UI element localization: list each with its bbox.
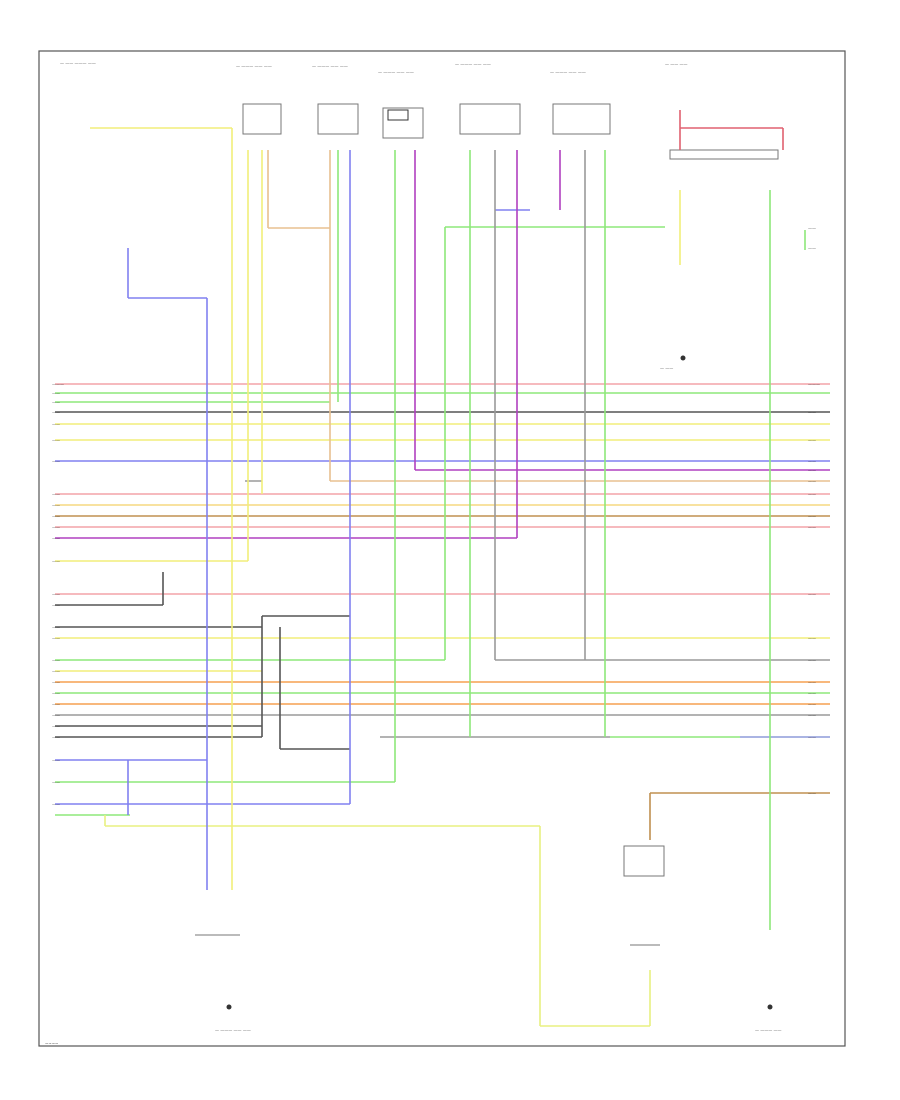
- wire-label: ——: [52, 735, 60, 740]
- wire-label: ——: [808, 468, 816, 473]
- wire-label: ——: [808, 791, 816, 796]
- component-label: — ——— —— ——: [378, 70, 414, 75]
- wire-label: ——: [52, 536, 60, 541]
- wire-label: ——: [808, 658, 816, 663]
- component-box: [387, 109, 409, 121]
- wire-label: ——: [808, 246, 816, 251]
- wire-label: ——: [52, 636, 60, 641]
- wire-label: ——: [52, 525, 60, 530]
- wire-label: ——: [52, 713, 60, 718]
- wire-label: ——: [52, 592, 60, 597]
- component-box: [242, 103, 282, 135]
- component-box: [669, 149, 779, 160]
- wire-label: ——: [52, 438, 60, 443]
- wire-label: ——: [52, 603, 60, 608]
- wire-label: ——: [52, 680, 60, 685]
- ground-symbol: [767, 1004, 773, 1010]
- wire-label: ——: [808, 680, 816, 685]
- wire-label: ——: [808, 410, 816, 415]
- wire-label: ———: [808, 382, 820, 387]
- component-box: [623, 845, 665, 877]
- ground-label: — ——— —— ——: [215, 1028, 251, 1033]
- wire-label: ——: [808, 713, 816, 718]
- wire-label: ——: [52, 503, 60, 508]
- wire-label: ——: [808, 438, 816, 443]
- component-label: — ——— —— ——: [312, 64, 348, 69]
- ground-symbol: [680, 355, 686, 361]
- wire-label: ——: [52, 758, 60, 763]
- wire-label: ——: [52, 625, 60, 630]
- wire-label: ——: [52, 724, 60, 729]
- component-box: [382, 107, 424, 139]
- footer-code: ~~~~: [45, 1041, 58, 1046]
- bottom-components: — ——— —— —— — —— — ——— —— ~~~~: [45, 355, 782, 1046]
- wire-label: ——: [52, 802, 60, 807]
- ground-label: — ——: [660, 366, 673, 371]
- component-box: [317, 103, 359, 135]
- wire-label: ——: [52, 391, 60, 396]
- wire-label: ——: [808, 525, 816, 530]
- component-labels: — —— ——— —— — ——— —— —— — ——— —— —— — ——…: [60, 61, 688, 75]
- wire-label: ——: [52, 559, 60, 564]
- wire-label: ——: [808, 702, 816, 707]
- horizontal-wires: [55, 127, 830, 1027]
- ground-symbol: [226, 1004, 232, 1010]
- component-box: [552, 103, 611, 135]
- component-box: [459, 103, 521, 135]
- component-label: — —— ——: [665, 62, 688, 67]
- wire-label: ——: [52, 492, 60, 497]
- component-label: — ——— —— ——: [236, 64, 272, 69]
- wire-label: ——: [808, 691, 816, 696]
- component-label: — —— ——— ——: [60, 61, 96, 66]
- wire-label: ——: [808, 735, 816, 740]
- wire-label: ——: [52, 780, 60, 785]
- wire-label: ——: [52, 410, 60, 415]
- wire-label: ——: [52, 459, 60, 464]
- wire-label: ——: [52, 400, 60, 405]
- wire-label: ———: [52, 382, 64, 387]
- component-label: — ——— —— ——: [550, 70, 586, 75]
- wire-label: ——: [52, 702, 60, 707]
- wire-label: ——: [808, 492, 816, 497]
- vertical-wires: [104, 110, 806, 1026]
- wire-label: ——: [808, 459, 816, 464]
- ground-label: — ——— ——: [755, 1028, 782, 1033]
- wire-label: ——: [52, 669, 60, 674]
- component-group-top: [242, 103, 779, 160]
- wire-label: ——: [52, 658, 60, 663]
- wire-label: ——: [52, 514, 60, 519]
- left-wire-labels: ——— —— —— —— —— —— —— —— —— —— —— —— —— …: [52, 382, 64, 807]
- wire-label: ——: [808, 479, 816, 484]
- wire-label: ——: [808, 514, 816, 519]
- wire-label: ——: [52, 691, 60, 696]
- wire-label: ——: [808, 636, 816, 641]
- right-wire-labels: ——— —— —— —— —— —— —— —— —— —— —— —— —— …: [808, 226, 820, 796]
- wire-label: ——: [808, 592, 816, 597]
- wire-label: ——: [52, 422, 60, 427]
- component-label: — ——— —— ——: [455, 62, 491, 67]
- wire-label: ——: [808, 226, 816, 231]
- diagram-frame: [38, 50, 846, 1047]
